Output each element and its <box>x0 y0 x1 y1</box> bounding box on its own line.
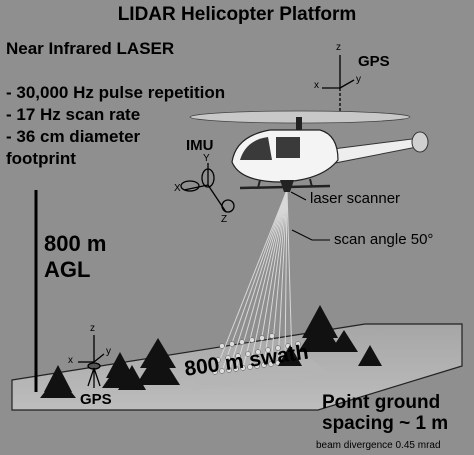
tail-boom <box>324 137 423 165</box>
gps-top-axis-z: z <box>336 42 341 53</box>
gps-ground-axis-z: z <box>90 323 95 334</box>
gps-ground-label: GPS <box>80 391 112 408</box>
gps-top-axes <box>322 55 355 120</box>
imu-axes <box>180 163 235 213</box>
gps-ground-axis-y: y <box>106 346 111 357</box>
trees <box>40 305 382 398</box>
spec-footprint-cont: footprint <box>6 149 76 168</box>
diagram-title: LIDAR Helicopter Platform <box>117 4 357 25</box>
laser-scanner-leader <box>290 191 307 201</box>
scan-angle-label: scan angle 50° <box>334 231 434 248</box>
altitude-value: 800 m <box>44 231 107 256</box>
spec-footprint: - 36 cm diameter <box>6 127 141 146</box>
altitude-unit: AGL <box>44 257 91 282</box>
gps-top-label: GPS <box>358 53 390 70</box>
beam-divergence-label: beam divergence 0.45 mrad <box>316 440 441 451</box>
tree <box>330 330 358 352</box>
tree <box>136 350 180 385</box>
laser-heading: Near Infrared LASER <box>6 39 175 58</box>
tree <box>298 318 342 352</box>
scan-angle-leader <box>291 229 330 241</box>
imu-axis-z: Z <box>221 214 228 225</box>
laser-scanner-pod <box>280 180 294 192</box>
tree <box>358 345 382 366</box>
gps-top-axis-x: x <box>314 80 319 91</box>
laser-scanner-label: laser scanner <box>310 190 401 207</box>
spec-pulse-rate: - 30,000 Hz pulse repetition <box>6 83 226 102</box>
gps-ground-axis-x: x <box>68 355 73 366</box>
helicopter <box>189 110 429 192</box>
imu-label: IMU <box>186 137 214 154</box>
ground-spacing-line1: Point ground <box>322 392 441 413</box>
imu-axis-y: Y <box>203 153 210 164</box>
imu-axis-x: X <box>174 183 181 194</box>
gps-ground-station <box>78 335 105 388</box>
tree <box>278 345 302 366</box>
gps-top-axis-y: y <box>356 74 361 85</box>
tree <box>40 375 76 398</box>
spec-scan-rate: - 17 Hz scan rate <box>6 105 141 124</box>
ground-spacing-line2: spacing ~ 1 m <box>322 413 449 434</box>
